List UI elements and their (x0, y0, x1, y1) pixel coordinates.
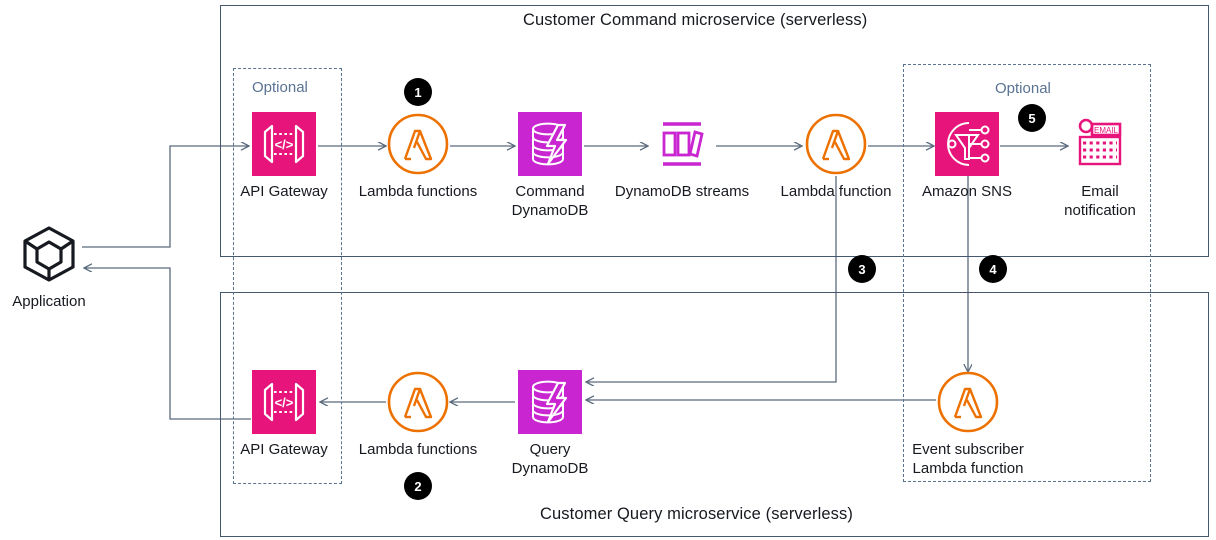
optional-api-gateway-box (233, 68, 342, 484)
node-query-dynamodb[interactable]: Query DynamoDB (475, 370, 625, 478)
node-label: DynamoDB streams (614, 183, 750, 200)
node-event-subscriber-lambda[interactable]: Event subscriber Lambda function (893, 370, 1043, 478)
step-badge-5: 5 (1018, 104, 1046, 132)
node-command-lambda-functions[interactable]: Lambda functions (343, 112, 493, 201)
cube-icon (17, 222, 81, 286)
lambda-icon (936, 370, 1000, 434)
sns-icon (935, 112, 999, 176)
query-microservice-container (220, 292, 1209, 537)
dynamodb-streams-icon (650, 112, 714, 176)
command-microservice-container (220, 5, 1209, 257)
node-query-api-gateway[interactable]: </> API Gateway (209, 370, 359, 459)
node-query-lambda-functions[interactable]: Lambda functions (343, 370, 493, 459)
svg-text:EMAIL: EMAIL (1094, 126, 1119, 135)
node-amazon-sns[interactable]: Amazon SNS (892, 112, 1042, 201)
query-microservice-title: Customer Query microservice (serverless) (540, 505, 853, 523)
node-stream-lambda-function[interactable]: Lambda function (761, 112, 911, 201)
lambda-icon (386, 112, 450, 176)
optional-label-right: Optional (995, 80, 1051, 97)
dynamodb-icon (518, 112, 582, 176)
node-label: Event subscriber Lambda function (912, 441, 1024, 477)
api-gateway-icon: </> (252, 370, 316, 434)
optional-notification-box (903, 64, 1151, 482)
step-badge-2: 2 (404, 472, 432, 500)
step-badge-3: 3 (848, 255, 876, 283)
optional-label-left: Optional (252, 79, 308, 96)
lambda-icon (386, 370, 450, 434)
node-label: API Gateway (240, 441, 328, 458)
node-label: Amazon SNS (921, 183, 1013, 200)
step-badge-1: 1 (404, 78, 432, 106)
node-label: Command DynamoDB (511, 183, 589, 219)
lambda-icon (804, 112, 868, 176)
node-label: Application (12, 293, 86, 310)
node-email-notification[interactable]: EMAIL Email notification (1025, 112, 1175, 220)
node-label: API Gateway (240, 183, 328, 200)
command-microservice-title: Customer Command microservice (serverles… (523, 11, 868, 29)
dynamodb-icon (518, 370, 582, 434)
node-label: Lambda function (780, 183, 892, 200)
node-command-dynamodb[interactable]: Command DynamoDB (475, 112, 625, 220)
node-label: Lambda functions (358, 183, 478, 200)
node-dynamodb-streams[interactable]: DynamoDB streams (607, 112, 757, 201)
node-application[interactable]: Application (0, 222, 124, 311)
node-command-api-gateway[interactable]: </> API Gateway (209, 112, 359, 201)
api-gateway-icon: </> (252, 112, 316, 176)
node-label: Query DynamoDB (511, 441, 589, 477)
step-badge-4: 4 (979, 255, 1007, 283)
node-label: Lambda functions (358, 441, 478, 458)
svg-text:</>: </> (275, 137, 294, 152)
node-label: Email notification (1064, 183, 1136, 219)
svg-text:</>: </> (275, 395, 294, 410)
email-notification-icon: EMAIL (1068, 112, 1132, 176)
